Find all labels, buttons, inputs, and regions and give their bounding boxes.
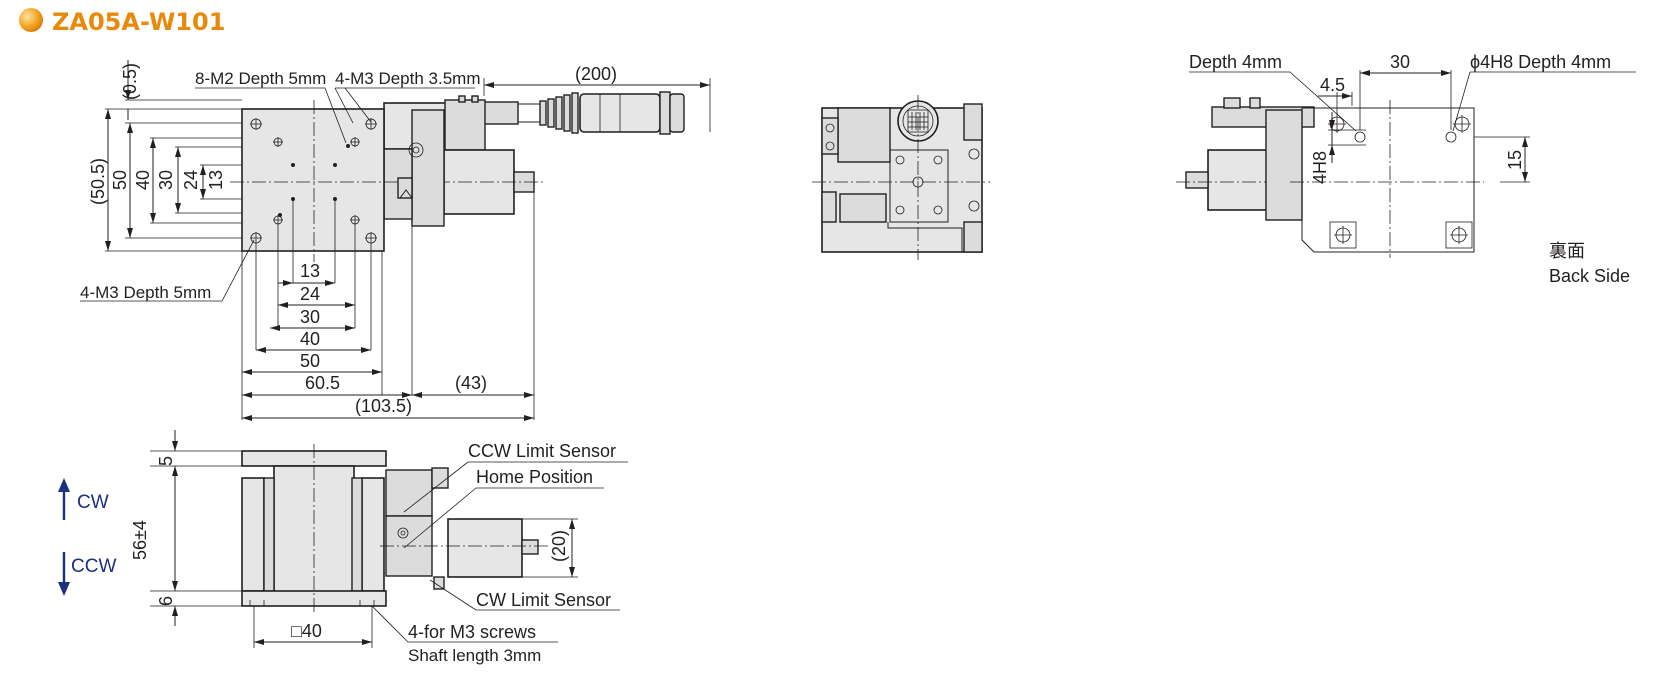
dim-5: 5 [156, 456, 176, 466]
ccw-arrow-icon [58, 582, 70, 596]
cw-arrow-icon [58, 478, 70, 492]
front-view: 5 56±4 6 (20) □40 CCW Limit Sensor Home … [58, 430, 628, 665]
note-phi-4h8-depth: ϕ4H8 Depth 4mm [1470, 52, 1611, 72]
label-cw-limit-sensor: CW Limit Sensor [476, 590, 611, 610]
dim-30-horizontal: 30 [300, 307, 320, 327]
mounting-holes [250, 118, 377, 244]
dim-20: (20) [549, 530, 569, 562]
dim-4h8: 4H8 [1310, 151, 1330, 184]
dim-6: 6 [156, 596, 176, 606]
dim-24-horizontal: 24 [300, 284, 320, 304]
dim-30-back: 30 [1390, 52, 1410, 72]
note-depth-4mm: Depth 4mm [1189, 52, 1282, 72]
stage-plate [241, 108, 385, 252]
note-shaft-length: Shaft length 3mm [408, 646, 541, 665]
dim-40-horizontal: 40 [300, 329, 320, 349]
dim-40-vertical: 40 [133, 170, 153, 190]
dim-60-5: 60.5 [305, 373, 340, 393]
dim-103-5: (103.5) [355, 396, 412, 416]
note-8-m2-depth: 8-M2 Depth 5mm [195, 69, 326, 88]
note-4-m3-depth-3-5: 4-M3 Depth 3.5mm [335, 69, 481, 88]
side-bracket [411, 109, 445, 227]
label-ccw: CCW [71, 556, 116, 577]
front-motor [447, 518, 523, 578]
note-4-m3-depth-5: 4-M3 Depth 5mm [80, 283, 211, 302]
dim-24-vertical: 24 [181, 170, 201, 190]
dim-50-vertical: 50 [110, 170, 130, 190]
dim-56-tolerance: 56±4 [130, 520, 150, 560]
top-view-vertical-dims [105, 60, 242, 252]
label-back-side-jp: 裏面 [1549, 241, 1585, 261]
dim-43: (43) [455, 373, 487, 393]
dim-30-vertical: 30 [156, 170, 176, 190]
dim-13-vertical: 13 [206, 170, 226, 190]
dim-50-5: (50.5) [88, 158, 108, 205]
label-cw: CW [77, 492, 109, 513]
back-view: Depth 4mm 30 ϕ4H8 Depth 4mm 4.5 4H8 15 裏… [1176, 52, 1636, 286]
note-4-for-m3-screws: 4-for M3 screws [408, 622, 536, 642]
dim-0-5: (0.5) [120, 63, 140, 100]
top-view-horizontal-dims [241, 192, 535, 421]
side-view [812, 95, 990, 260]
cable [449, 91, 685, 135]
label-ccw-limit-sensor: CCW Limit Sensor [468, 441, 616, 461]
dim-4-5: 4.5 [1320, 75, 1345, 95]
page-title: ZA05A-W101 [52, 8, 225, 36]
title-bullet-icon [19, 8, 43, 32]
label-home-position: Home Position [476, 467, 593, 487]
connector-block [444, 99, 486, 151]
dim-200: (200) [575, 64, 617, 84]
dim-50-horizontal: 50 [300, 351, 320, 371]
top-view: (0.5) (50.5) 50 40 30 24 13 8-M2 Depth 5… [80, 60, 711, 421]
label-back-side: Back Side [1549, 266, 1630, 286]
dim-15: 15 [1505, 150, 1525, 170]
dim-13-horizontal: 13 [300, 261, 320, 281]
dim-square-40: □40 [291, 621, 322, 641]
